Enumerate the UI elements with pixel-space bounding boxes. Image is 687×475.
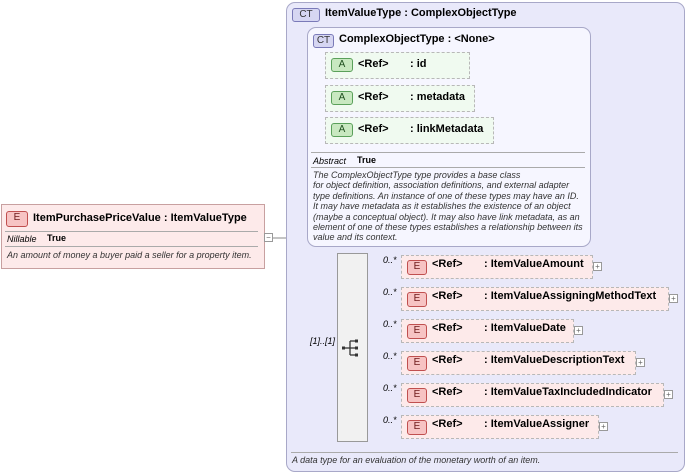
root-element-title: ItemPurchasePriceValue : ItemValueType	[33, 212, 247, 224]
nillable-label: Nillable	[7, 234, 37, 244]
attribute-icon: A	[331, 58, 353, 72]
child-element-box[interactable]	[401, 255, 593, 279]
base-type-divider	[311, 152, 585, 153]
child-element-ref: <Ref>	[432, 322, 463, 334]
occurrence-label: 0..*	[383, 319, 397, 329]
expand-icon[interactable]: +	[574, 326, 583, 335]
element-icon: E	[6, 211, 28, 227]
outer-type-title: ItemValueType : ComplexObjectType	[325, 7, 517, 19]
child-element-ref: <Ref>	[432, 418, 463, 430]
child-element-name: : ItemValueDate	[484, 322, 566, 334]
child-element-name: : ItemValueAssigner	[484, 418, 590, 430]
child-element-ref: <Ref>	[432, 386, 463, 398]
base-type-description: The ComplexObjectType type provides a ba…	[313, 170, 583, 243]
attribute-name: : id	[410, 58, 427, 70]
element-icon: E	[407, 292, 427, 307]
child-element-box[interactable]	[401, 351, 636, 375]
expand-icon[interactable]: +	[593, 262, 602, 271]
outer-type-footer: A data type for an evaluation of the mon…	[292, 455, 541, 465]
child-element-box[interactable]	[401, 415, 599, 439]
child-element-box[interactable]	[401, 383, 664, 407]
child-element-name: : ItemValueTaxIncludedIndicator	[484, 386, 652, 398]
child-element-box[interactable]	[401, 287, 669, 311]
attribute-linkmetadata-box[interactable]	[325, 117, 494, 144]
complex-type-icon: CT	[313, 34, 334, 48]
expand-icon[interactable]: +	[669, 294, 678, 303]
expand-icon[interactable]: +	[664, 390, 673, 399]
child-element-ref: <Ref>	[432, 354, 463, 366]
expand-icon[interactable]: +	[636, 358, 645, 367]
attribute-ref: <Ref>	[358, 91, 389, 103]
attribute-ref: <Ref>	[358, 123, 389, 135]
sequence-icon	[342, 339, 358, 357]
occurrence-label: 0..*	[383, 383, 397, 393]
element-icon: E	[407, 260, 427, 275]
abstract-value: True	[357, 155, 377, 165]
nillable-value: True	[47, 233, 67, 243]
abstract-label: Abstract	[313, 156, 347, 166]
sequence-cardinality: [1]..[1]	[310, 336, 336, 346]
base-type-title: ComplexObjectType : <None>	[339, 33, 495, 45]
occurrence-label: 0..*	[383, 255, 397, 265]
attribute-name: : metadata	[410, 91, 466, 103]
child-element-name: : ItemValueDescriptionText	[484, 354, 625, 366]
element-icon: E	[407, 420, 427, 435]
root-element-divider	[5, 231, 258, 232]
child-element-ref: <Ref>	[432, 290, 463, 302]
attribute-icon: A	[331, 123, 353, 137]
attribute-icon: A	[331, 91, 353, 105]
child-element-box[interactable]	[401, 319, 574, 343]
occurrence-label: 0..*	[383, 287, 397, 297]
child-element-name: : ItemValueAmount	[484, 258, 584, 270]
expand-icon[interactable]: −	[264, 233, 273, 242]
element-icon: E	[407, 388, 427, 403]
attribute-name: : linkMetadata	[410, 123, 484, 135]
occurrence-label: 0..*	[383, 415, 397, 425]
complex-type-icon: CT	[292, 8, 320, 22]
element-icon: E	[407, 356, 427, 371]
child-element-ref: <Ref>	[432, 258, 463, 270]
root-element-box[interactable]	[1, 204, 265, 269]
child-element-name: : ItemValueAssigningMethodText	[484, 290, 657, 302]
attribute-ref: <Ref>	[358, 58, 389, 70]
root-element-description: An amount of money a buyer paid a seller…	[7, 250, 252, 260]
element-icon: E	[407, 324, 427, 339]
outer-type-footer-divider	[291, 452, 678, 453]
expand-icon[interactable]: +	[599, 422, 608, 431]
base-type-divider	[311, 167, 585, 168]
occurrence-label: 0..*	[383, 351, 397, 361]
root-element-divider	[5, 246, 258, 247]
